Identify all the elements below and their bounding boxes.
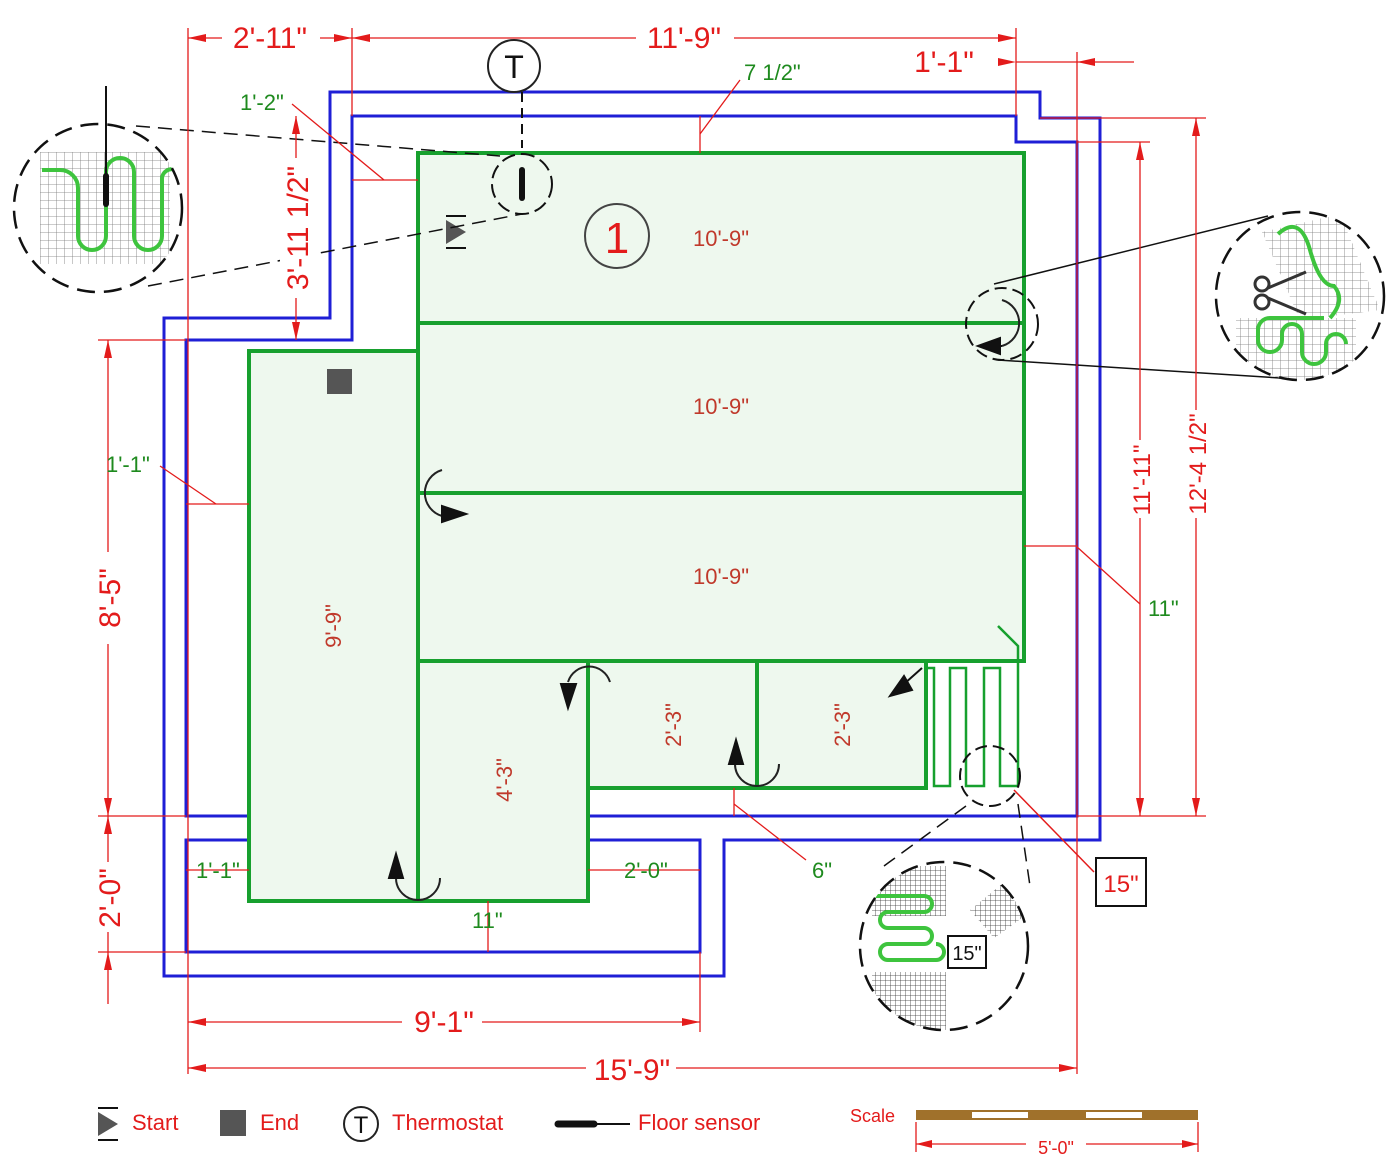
offset-leaders — [159, 79, 1141, 952]
scale-label: Scale — [850, 1106, 895, 1126]
run-label-2: 10'-9" — [693, 394, 749, 419]
mat-short-run-1 — [586, 659, 759, 790]
legend-end-label: End — [260, 1110, 299, 1135]
run-label-short-2: 2'-3" — [830, 703, 855, 747]
spacing-detail-box — [947, 935, 987, 969]
dim-right-total-height: 12'-4 1/2" — [1185, 413, 1212, 514]
spacing-callout-label: 15" — [1103, 871, 1138, 898]
dim-left-height: 8'-5" — [94, 568, 127, 628]
offset-bottom-gap: 6" — [812, 858, 832, 883]
sensor-installation-detail — [12, 86, 184, 294]
cut-mesh-detail — [1214, 210, 1386, 382]
thermostat-circle — [487, 39, 541, 93]
run-label-left: 9'-9" — [321, 604, 346, 648]
scissors-icon — [1253, 270, 1307, 316]
spacing-detail: 15" — [858, 860, 1030, 1032]
loose-cable-serpentine — [926, 625, 1020, 788]
run-label-bottom: 4'-3" — [492, 758, 517, 802]
dimension-arrows — [104, 34, 1200, 1072]
direction-arrows — [387, 336, 1002, 930]
mat-short-run-2 — [755, 659, 928, 790]
legend-thermostat-symbol: T — [354, 1112, 369, 1139]
outer-wall — [162, 90, 1102, 978]
run-label-1: 10'-9" — [693, 226, 749, 251]
spacing-callout-box — [1095, 857, 1147, 907]
heating-mats — [247, 151, 1026, 903]
dim-bottom-inner-width: 9'-1" — [414, 1006, 474, 1039]
thermostat-symbol: T — [504, 49, 524, 85]
dim-bottom-left-height: 2'-0" — [94, 868, 127, 928]
mat-run-2 — [416, 321, 1026, 495]
dim-top-left-width: 2'-11" — [233, 22, 307, 55]
room-number: 1 — [605, 214, 629, 263]
offset-bottom: 11" — [472, 908, 503, 933]
offset-left: 1'-1" — [106, 452, 150, 477]
spacing-callout-leader — [1013, 789, 1095, 873]
legend: Start End T Thermostat Floor sensor — [98, 1106, 760, 1142]
dim-top-right-step: 1'-1" — [914, 46, 974, 79]
end-marker — [327, 369, 352, 394]
mat-run-3 — [416, 491, 1026, 663]
mat-left-run — [247, 349, 420, 903]
legend-thermostat-label: Thermostat — [392, 1110, 503, 1135]
dim-right-inner-height: 11'-11" — [1129, 445, 1156, 516]
offset-bottom-left: 1'-1" — [196, 858, 240, 883]
mat-bottom-run — [416, 659, 590, 903]
offset-right: 11" — [1148, 596, 1179, 621]
offset-top: 7 1/2" — [744, 60, 801, 85]
run-label-3: 10'-9" — [693, 564, 749, 589]
turn-markers — [395, 299, 1021, 901]
dim-upper-notch-height: 3'-11 1/2" — [282, 166, 315, 290]
scale-length-label: 5'-0" — [1038, 1138, 1074, 1158]
spacing-detail-label: 15" — [952, 943, 981, 965]
legend-floor-sensor-label: Floor sensor — [638, 1110, 760, 1135]
legend-start-icon — [98, 1107, 118, 1141]
legend-start-label: Start — [132, 1110, 178, 1135]
dimension-label-backgrounds — [92, 20, 1214, 1086]
offset-top-left: 1'-2" — [240, 90, 284, 115]
legend-end-icon — [220, 1110, 246, 1136]
run-label-short-1: 2'-3" — [661, 703, 686, 747]
offset-bottom-right: 2'-0" — [624, 858, 668, 883]
dim-top-main-width: 11'-9" — [647, 22, 721, 55]
room-number-circle — [584, 203, 650, 269]
start-marker — [446, 215, 466, 249]
scale-bar: Scale 5'-0" — [850, 1106, 1199, 1158]
detail-leaders — [135, 125, 1281, 887]
dim-bottom-total-width: 15'-9" — [594, 1054, 670, 1087]
legend-thermostat-icon — [343, 1106, 379, 1142]
spacing-detail-circle — [959, 745, 1021, 807]
